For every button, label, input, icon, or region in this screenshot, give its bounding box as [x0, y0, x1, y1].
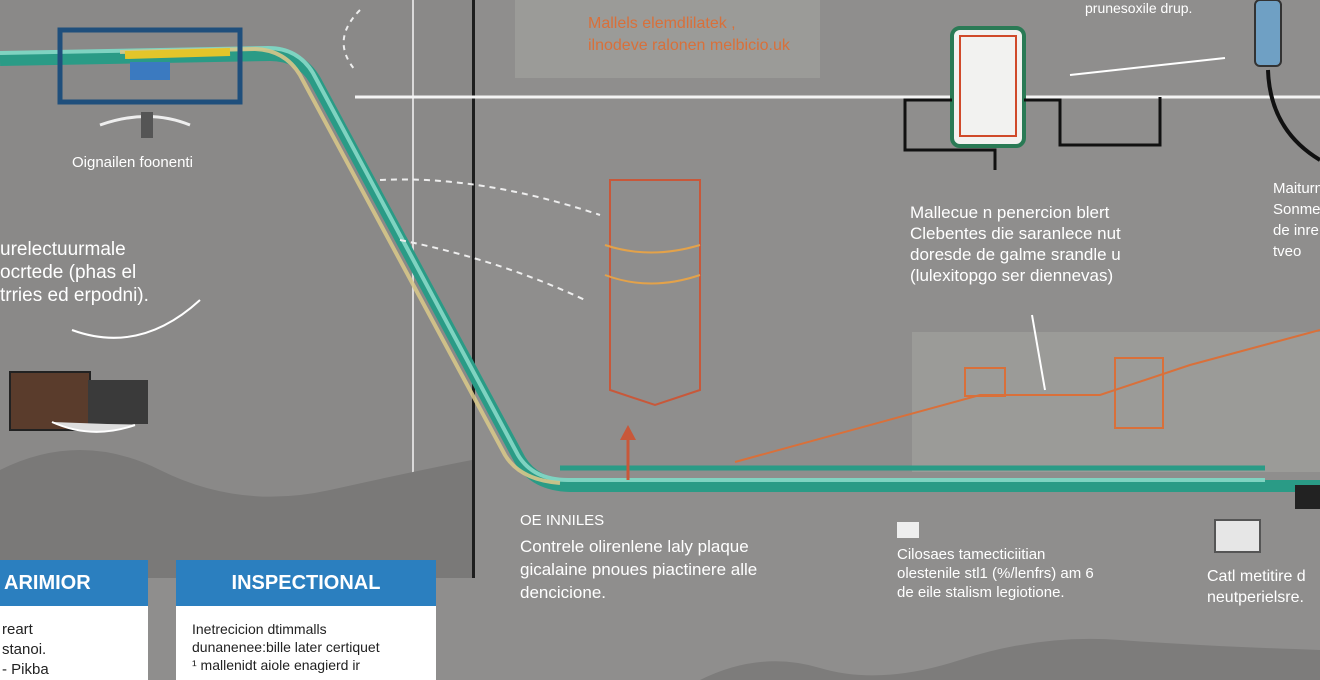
caption-launcher: Oignailen foonenti: [72, 154, 193, 171]
control-box: [950, 26, 1026, 148]
top-center-box: [515, 0, 820, 78]
pipe-main: [0, 48, 1320, 492]
legend-icon: [897, 522, 919, 538]
card-arimior-line-1: reart: [2, 621, 33, 638]
top-center-text: Mallels elemdlilatek , ilnodeve ralonen …: [588, 13, 790, 57]
card-arimior-line-2: stanoi.: [2, 641, 47, 658]
bottom-right-line-1: Cilosaes tamecticiitian: [897, 546, 1046, 563]
pig-yellow: [124, 48, 231, 59]
bottom-right-line-3: de eile stalism legiotione.: [897, 584, 1065, 601]
far-right-line-3: de inre: [1273, 222, 1319, 239]
valve-base: [51, 421, 136, 433]
bottom-right-line-2: olestenile stl1 (%/lenfrs) am 6: [897, 565, 1094, 582]
sensor-box: [964, 367, 1006, 397]
left-line-1: urelectuurmale: [0, 239, 126, 260]
bottom-center-line-2: gicalaine pnoues piactinere alle: [520, 560, 758, 579]
panel-divider: [472, 0, 475, 578]
left-line-3: trries ed erpodni).: [0, 285, 149, 306]
valve-body: [88, 380, 148, 424]
annotation-arrow-3: [342, 9, 361, 71]
annotation-arrow-5: [1069, 57, 1226, 76]
right-mid-text: Mallecue n penercion blert Clebentes die…: [910, 202, 1121, 286]
inspection-tool-rings: [604, 244, 701, 285]
left-text-block: urelectuurmale ocrtede (phas el trries e…: [0, 238, 149, 307]
card-inspectional-line-3: ¹ mallenidt aiole enagierd ir: [192, 657, 361, 673]
far-right-text: Maiturn Sonmeo de inre tveo: [1273, 178, 1320, 262]
right-mid-line-2: Clebentes die saranlece nut: [910, 224, 1121, 243]
end-device: [1295, 485, 1320, 509]
top-center-line-1: Mallels elemdlilatek ,: [588, 15, 736, 32]
bottom-center-line-3: dencicione.: [520, 583, 607, 602]
card-inspectional-body: Inetrecicion dtimmalls dunanenee:bille l…: [176, 606, 436, 674]
bottom-center-heading: OE INNILES: [520, 512, 605, 529]
card-arimior-line-3: - Pikba: [2, 661, 49, 678]
card-inspectional-line-1: Inetrecicion dtimmalls: [192, 621, 327, 637]
probe-device: [1254, 0, 1282, 67]
bottom-center-text: Contrele olirenlene laly plaque gicalain…: [520, 535, 757, 604]
control-box-inner: [959, 35, 1017, 137]
card-arimior: ARIMIOR reart stanoi. - Pikba: [0, 560, 148, 680]
small-device: [1214, 519, 1261, 553]
annotation-arrow-2: [399, 239, 586, 301]
pipe-sand: [119, 46, 561, 485]
valve-device: [9, 371, 91, 431]
far-right-line-4: tveo: [1273, 243, 1302, 260]
bottom-center-line-1: Contrele olirenlene laly plaque: [520, 537, 749, 556]
right-mid-line-1: Mallecue n penercion blert: [910, 203, 1110, 222]
card-arimior-title: ARIMIOR: [0, 560, 148, 606]
bottom-right-text: Cilosaes tamecticiitian olestenile stl1 …: [897, 545, 1094, 602]
launcher-device: [130, 62, 170, 80]
far-bottom-right-text: Catl metitire d neutperielsre.: [1207, 566, 1306, 608]
hill-left: [0, 450, 472, 578]
card-inspectional: INSPECTIONAL Inetrecicion dtimmalls duna…: [176, 560, 436, 680]
annotation-arrow-4: [71, 299, 201, 339]
signal-line: [734, 329, 1320, 463]
annotation-arrow-1: [379, 178, 601, 216]
top-right-caption: prunesoxile drup.: [1085, 0, 1193, 16]
hill-bottom: [700, 638, 1320, 680]
launcher-stem: [141, 112, 153, 138]
right-mid-line-4: (lulexitopgo ser diennevas): [910, 266, 1114, 285]
receiver-box: [1114, 357, 1164, 429]
right-mid-line-3: doresde de galme srandle u: [910, 245, 1121, 264]
far-bottom-right-line-2: neutperielsre.: [1207, 589, 1304, 606]
tool-arrow-head: [620, 425, 636, 440]
card-inspectional-title: INSPECTIONAL: [176, 560, 436, 606]
vertical-guide-line: [412, 0, 414, 560]
pipe-highlight: [0, 45, 1265, 482]
card-arimior-body: reart stanoi. - Pikba: [0, 606, 148, 680]
cable-right: [1266, 69, 1320, 162]
far-bottom-right-line-1: Catl metitire d: [1207, 568, 1306, 585]
card-inspectional-line-2: dunanenee:bille later certiquet: [192, 639, 380, 655]
far-right-line-1: Maiturn: [1273, 180, 1320, 197]
left-line-2: ocrtede (phas el: [0, 262, 137, 283]
launcher-frame: [57, 27, 243, 105]
annotation-arrow-6: [1031, 314, 1046, 391]
far-right-line-2: Sonmeo: [1273, 201, 1320, 218]
top-center-line-2: ilnodeve ralonen melbicio.uk: [588, 37, 790, 54]
control-wiring: [903, 97, 1162, 170]
inspection-tool-outline: [609, 179, 701, 407]
